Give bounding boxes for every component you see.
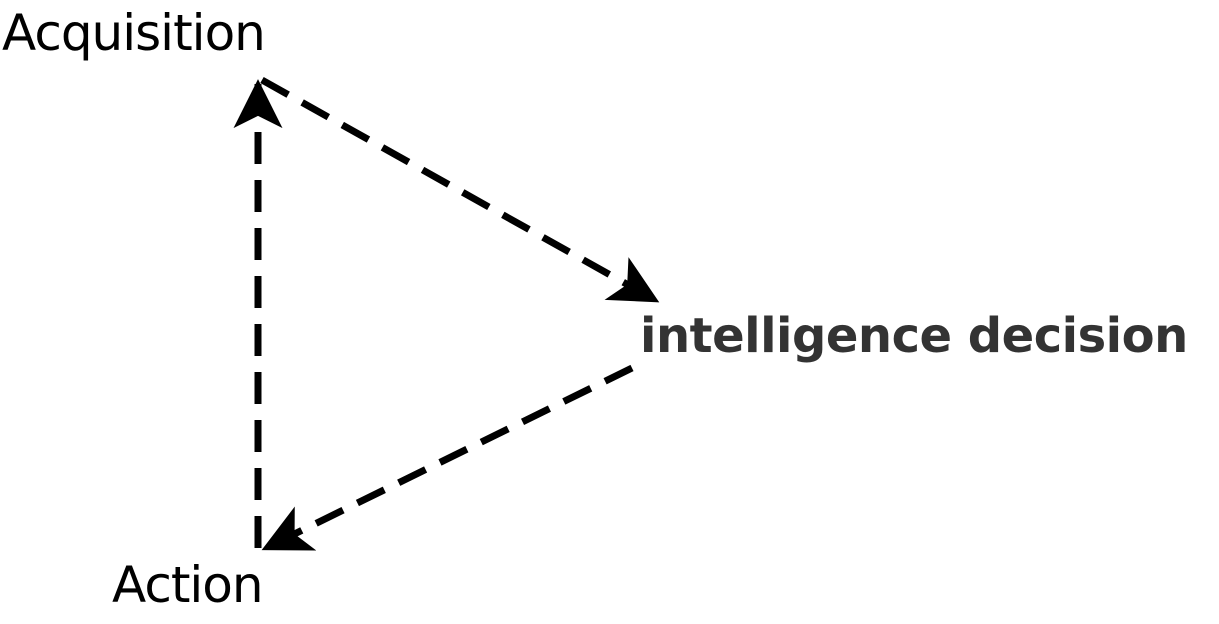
- node-label-acquisition: Acquisition: [2, 4, 266, 62]
- node-label-intelligence-decision: intelligence decision: [640, 308, 1188, 364]
- node-label-action: Action: [112, 556, 264, 614]
- arrow-intelligence-decision-to-action: [261, 364, 634, 552]
- arrow-acquisition-to-intelligence-decision: [260, 76, 660, 304]
